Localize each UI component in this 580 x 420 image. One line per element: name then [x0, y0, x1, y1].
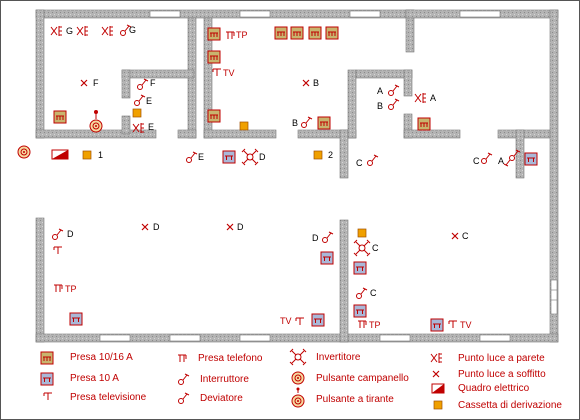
room-bagno-symbols: G G F F E E — [50, 24, 156, 134]
svg-text:TV: TV — [223, 68, 235, 78]
svg-text:1: 1 — [98, 150, 103, 160]
legend-presa-10: Presa 10 A — [70, 373, 119, 384]
svg-text:TP: TP — [369, 320, 381, 330]
svg-text:D: D — [237, 222, 244, 232]
legend-presa-10-16: Presa 10/16 A — [70, 352, 133, 363]
room-bottom-right-symbols: C C C TP TV — [353, 228, 472, 332]
legend-deviatore: Deviatore — [200, 393, 243, 404]
legend-presa-tv: Presa televisione — [70, 392, 147, 403]
room-top-center-symbols: TP TV B B — [207, 26, 339, 131]
windows — [99, 10, 558, 342]
svg-text:D: D — [67, 229, 74, 239]
svg-text:2: 2 — [328, 150, 333, 160]
svg-text:TV: TV — [460, 320, 472, 330]
legend-pulsante-tirante: Pulsante a tirante — [316, 394, 394, 405]
svg-text:TP: TP — [236, 30, 248, 40]
svg-text:C: C — [356, 158, 363, 168]
svg-text:C: C — [462, 231, 469, 241]
corridor-symbols: 1 E D 2 C C A — [17, 145, 538, 168]
legend-presa-telefono: Presa telefono — [198, 353, 263, 364]
svg-text:F: F — [93, 78, 99, 88]
svg-text:TP: TP — [65, 284, 77, 294]
legend-punto-luce-soffitto: Punto luce a soffitto — [458, 369, 546, 380]
svg-text:B: B — [292, 118, 298, 128]
svg-text:C: C — [372, 243, 379, 253]
svg-text:D: D — [153, 222, 160, 232]
svg-text:E: E — [148, 122, 154, 132]
svg-text:C: C — [370, 288, 377, 298]
svg-text:B: B — [313, 78, 319, 88]
svg-text:E: E — [198, 152, 204, 162]
legend-quadro-elettrico: Quadro elettrico — [458, 383, 530, 394]
room-hall-symbols: A B A — [377, 84, 436, 131]
svg-text:F: F — [150, 78, 156, 88]
svg-text:B: B — [377, 101, 383, 111]
svg-text:TV: TV — [280, 316, 292, 326]
legend-interruttore: Interruttore — [200, 374, 249, 385]
svg-text:G: G — [129, 25, 136, 35]
svg-text:C: C — [473, 156, 480, 166]
svg-text:A: A — [498, 156, 504, 166]
svg-text:A: A — [430, 93, 436, 103]
svg-text:E: E — [146, 96, 152, 106]
room-bottom-left-symbols: D D D TP D TV — [52, 222, 334, 327]
legend-icons — [40, 348, 445, 410]
svg-text:G: G — [66, 26, 73, 36]
svg-text:D: D — [312, 233, 319, 243]
svg-text:A: A — [377, 86, 383, 96]
svg-text:D: D — [259, 152, 266, 162]
legend-punto-luce-parete: Punto luce a parete — [458, 353, 545, 364]
walls — [35, 9, 559, 343]
legend-invertitore: Invertitore — [316, 352, 361, 363]
legend-pulsante-campanello: Pulsante campanello — [316, 373, 409, 384]
legend-cassetta-derivazione: Cassetta di derivazione — [458, 400, 562, 411]
